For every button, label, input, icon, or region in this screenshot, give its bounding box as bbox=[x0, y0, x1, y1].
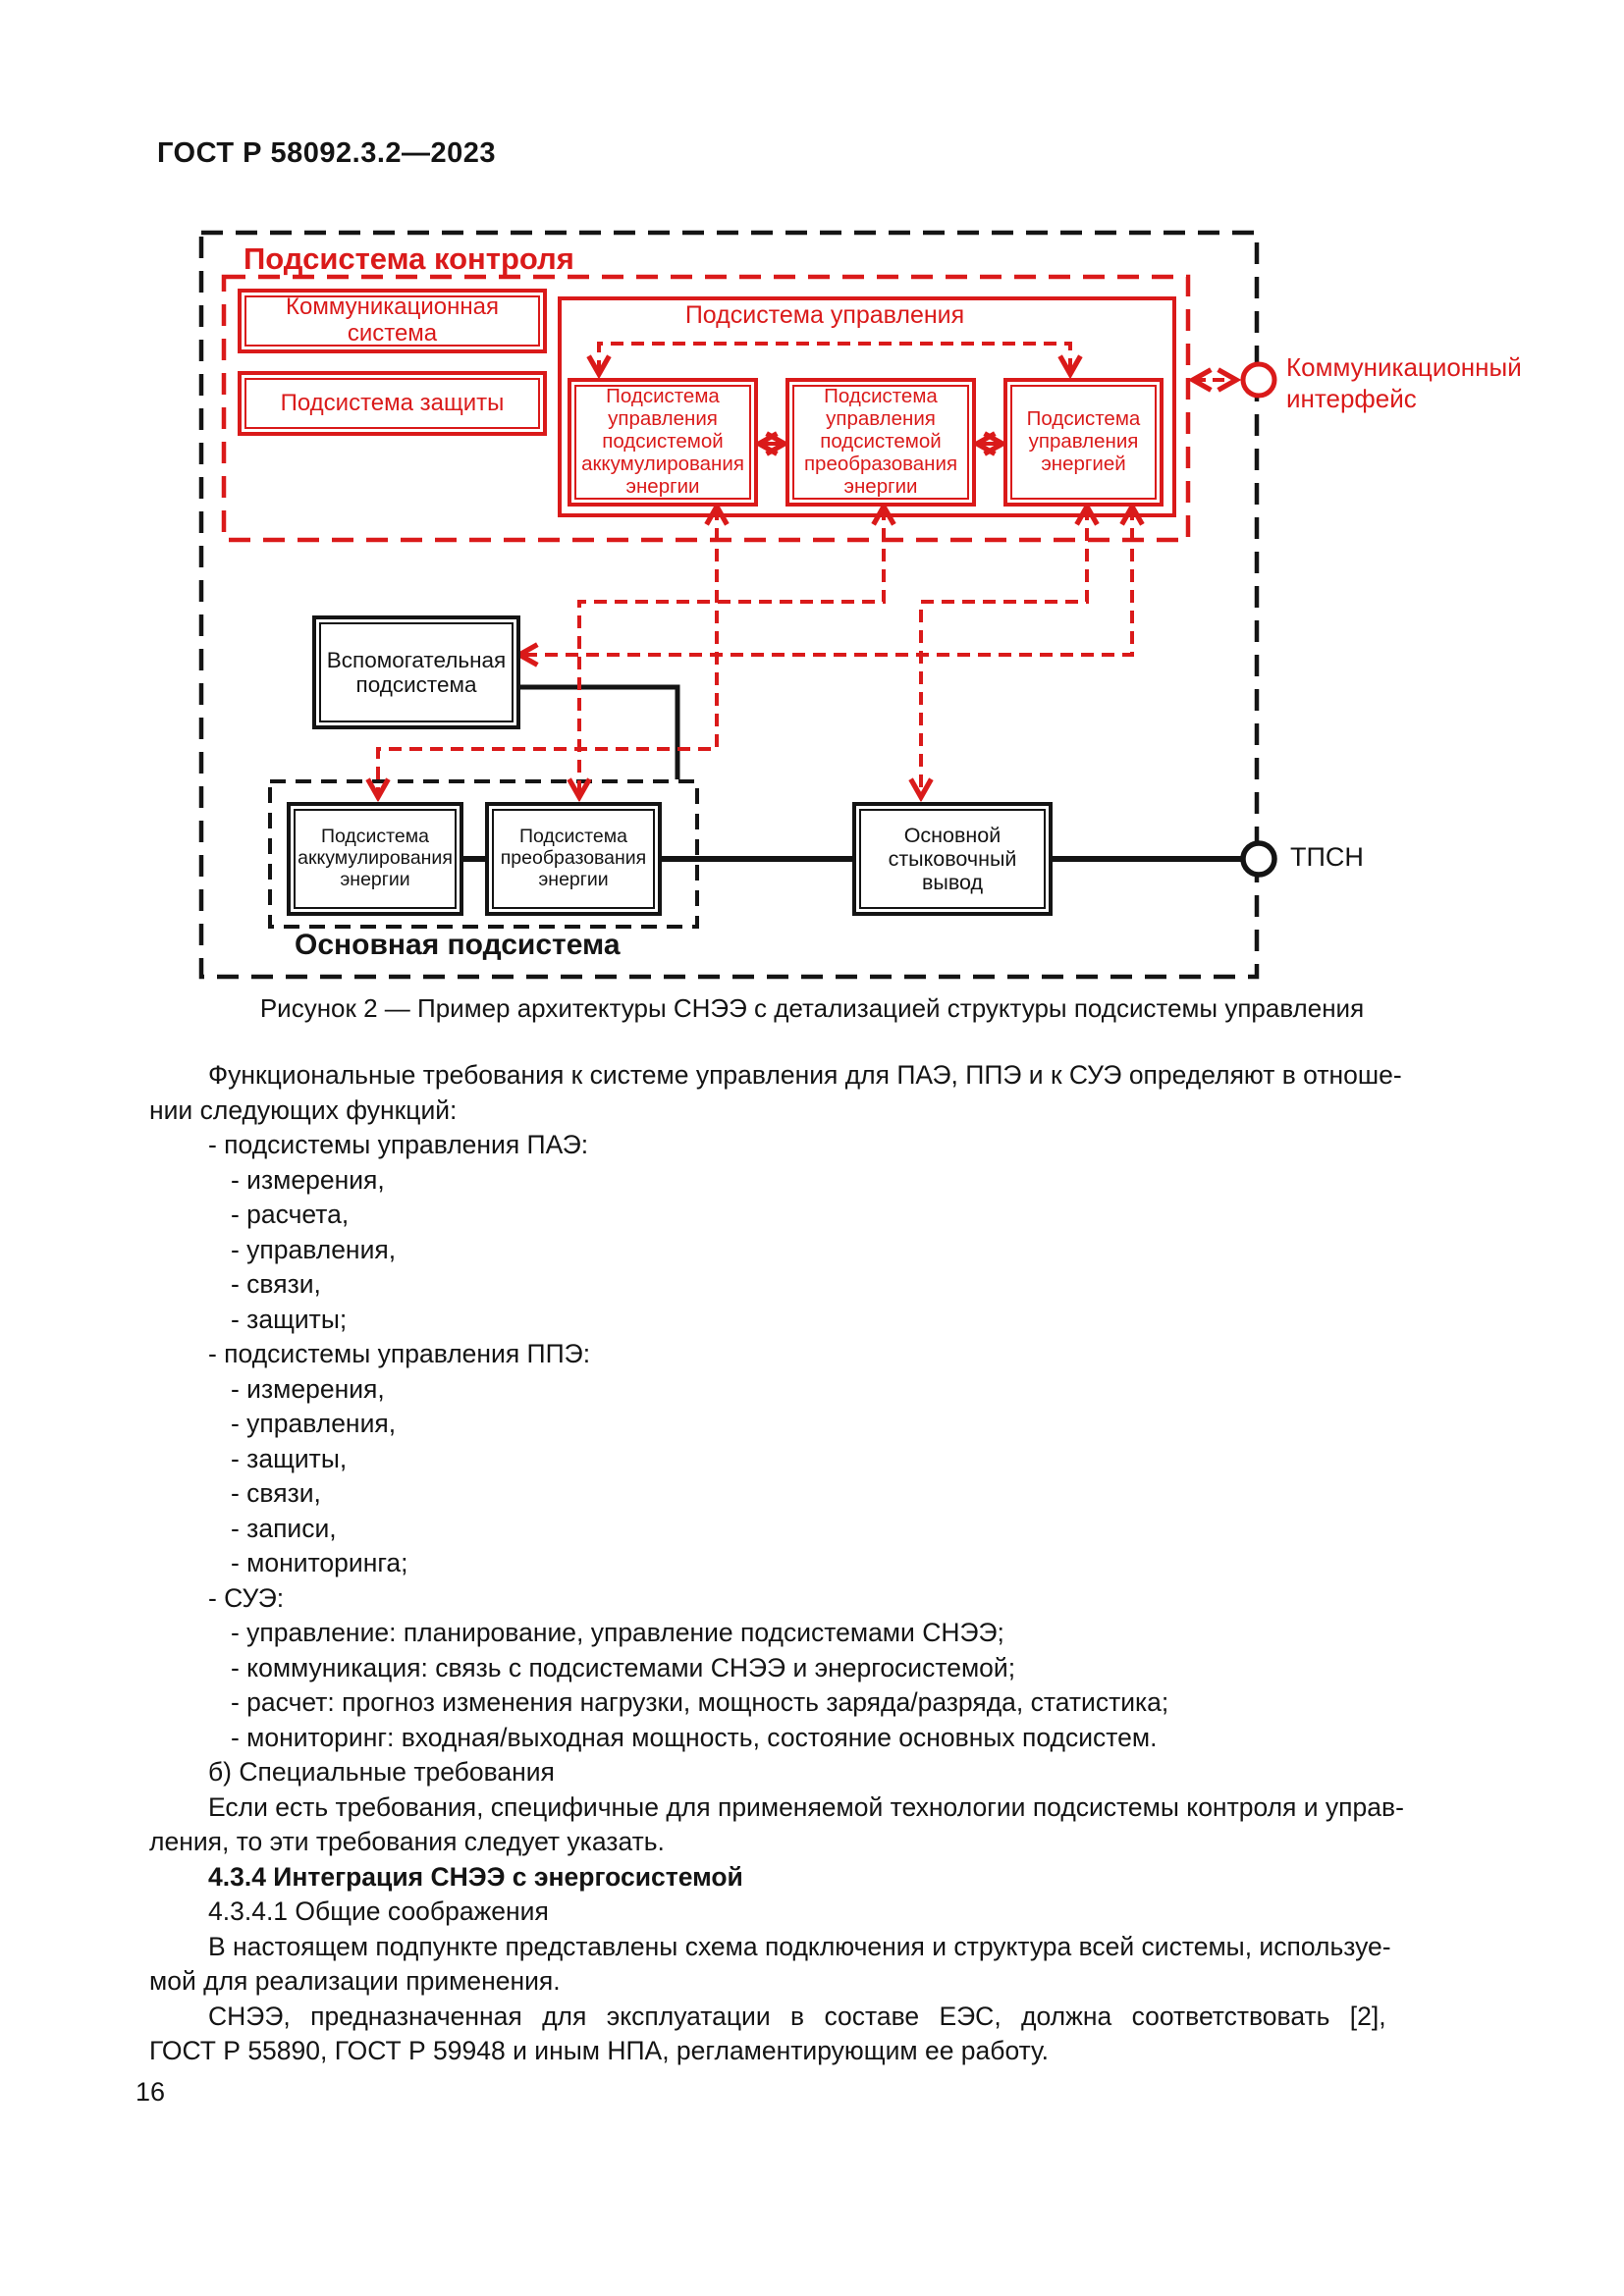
control-inner-frame bbox=[221, 274, 1191, 543]
main-subsystem-label: Основная подсистема bbox=[295, 929, 621, 961]
body-line: мой для реализации применения. bbox=[149, 1966, 561, 1996]
body-line: - подсистемы управления ПАЭ: bbox=[208, 1130, 589, 1159]
body-line: В настоящем подпункте представлены схема… bbox=[208, 1931, 1391, 1961]
protection-label: Подсистема защиты bbox=[244, 378, 540, 429]
body-line: - расчет: прогноз изменения нагрузки, мо… bbox=[231, 1687, 1169, 1717]
mgmt-storage-label: Подсистема управления подсистемой аккуму… bbox=[574, 385, 751, 500]
comm-interface-label: Коммуникационный интерфейс bbox=[1286, 352, 1522, 413]
body-line: - измерения, bbox=[231, 1164, 385, 1195]
mgmt-energy-box: Подсистема управления энергией bbox=[1003, 378, 1164, 507]
body-line: - защиты, bbox=[231, 1443, 348, 1473]
body-line: СНЭЭ, предназначенная для эксплуатации в… bbox=[208, 2001, 1386, 2031]
comm-system-box: Коммуникационная система bbox=[238, 289, 547, 353]
storage-subsystem-label: Подсистема аккумулирования энергии bbox=[294, 809, 457, 909]
body-line: - управления, bbox=[231, 1234, 397, 1264]
body-line: ГОСТ Р 55890, ГОСТ Р 59948 и иным НПА, р… bbox=[149, 2036, 1050, 2065]
body-line: - связи, bbox=[231, 1269, 321, 1299]
aux-subsystem-label: Вспомогательная подсистема bbox=[319, 622, 514, 722]
body-line: - управления, bbox=[231, 1409, 397, 1438]
mgmt-subsystem-title: Подсистема управления bbox=[684, 301, 965, 329]
control-subsystem-frame bbox=[198, 230, 1260, 980]
tpsn-label: ТПСН bbox=[1290, 842, 1364, 872]
comm-system-label: Коммуникационная система bbox=[244, 294, 540, 347]
body-line: - расчета, bbox=[231, 1200, 350, 1229]
aux-subsystem-box: Вспомогательная подсистема bbox=[312, 615, 520, 729]
mgmt-bus-link bbox=[599, 342, 1070, 373]
body-line: Функциональные требования к системе упра… bbox=[208, 1060, 1402, 1090]
protection-box: Подсистема защиты bbox=[238, 371, 547, 436]
body-line: - СУЭ: bbox=[208, 1582, 285, 1613]
body-heading-4-3-4: 4.3.4 Интеграция СНЭЭ с энергосистемой bbox=[208, 1861, 743, 1892]
tpsn-node-icon bbox=[1240, 840, 1277, 878]
control-subsystem-label: Подсистема контроля bbox=[244, 241, 574, 276]
figure-caption: Рисунок 2 — Пример архитектуры СНЭЭ с де… bbox=[259, 993, 1365, 1023]
body-line: - защиты; bbox=[231, 1304, 348, 1334]
storage-subsystem-box: Подсистема аккумулирования энергии bbox=[287, 802, 463, 916]
mgmt-conversion-label: Подсистема управления подсистемой преобр… bbox=[792, 385, 969, 500]
mgmt-storage-box: Подсистема управления подсистемой аккуму… bbox=[568, 378, 758, 507]
figure-2-diagram: Подсистема контроля Коммуникационная сис… bbox=[0, 0, 1624, 1041]
dock-output-label: Основной стыковочный вывод bbox=[859, 809, 1046, 909]
body-line: - подсистемы управления ППЭ: bbox=[208, 1339, 591, 1368]
body-line: нии следующих функций: bbox=[149, 1095, 458, 1125]
diagram-connectors-layer bbox=[198, 230, 1277, 980]
body-text: Функциональные требования к системе упра… bbox=[149, 1058, 1478, 2069]
body-line: - управление: планирование, управление п… bbox=[231, 1618, 1004, 1647]
mgmt-subsystem-container bbox=[558, 296, 1176, 517]
page-number: 16 bbox=[135, 2077, 166, 2107]
conversion-subsystem-label: Подсистема преобразования энергии bbox=[492, 809, 655, 909]
mgmt-conversion-box: Подсистема управления подсистемой преобр… bbox=[785, 378, 976, 507]
dock-output-box: Основной стыковочный вывод bbox=[852, 802, 1053, 916]
energy-dock-link bbox=[921, 507, 1087, 796]
comm-interface-node-icon bbox=[1240, 361, 1277, 399]
mgmt-conversion-link bbox=[579, 507, 884, 796]
body-line: б) Специальные требования bbox=[208, 1757, 555, 1787]
body-line: - мониторинг: входная/выходная мощность,… bbox=[231, 1722, 1158, 1752]
body-line: - измерения, bbox=[231, 1373, 385, 1404]
conversion-subsystem-box: Подсистема преобразования энергии bbox=[485, 802, 662, 916]
mgmt-energy-label: Подсистема управления энергией bbox=[1010, 385, 1157, 500]
body-line: - мониторинга; bbox=[231, 1548, 408, 1577]
body-heading-4-3-4-1: 4.3.4.1 Общие соображения bbox=[208, 1896, 549, 1926]
body-line: ления, то эти требования следует указать… bbox=[149, 1827, 665, 1856]
document-code-header: ГОСТ Р 58092.3.2—2023 bbox=[157, 137, 497, 169]
body-line: - связи, bbox=[231, 1478, 321, 1508]
energy-aux-link bbox=[520, 507, 1132, 655]
mgmt-storage-link bbox=[378, 507, 717, 796]
body-line: - записи, bbox=[231, 1513, 337, 1543]
aux-to-main-connector bbox=[520, 684, 680, 779]
body-line: Если есть требования, специфичные для пр… bbox=[208, 1791, 1404, 1822]
body-line: - коммуникация: связь с подсистемами СНЭ… bbox=[231, 1652, 1016, 1682]
